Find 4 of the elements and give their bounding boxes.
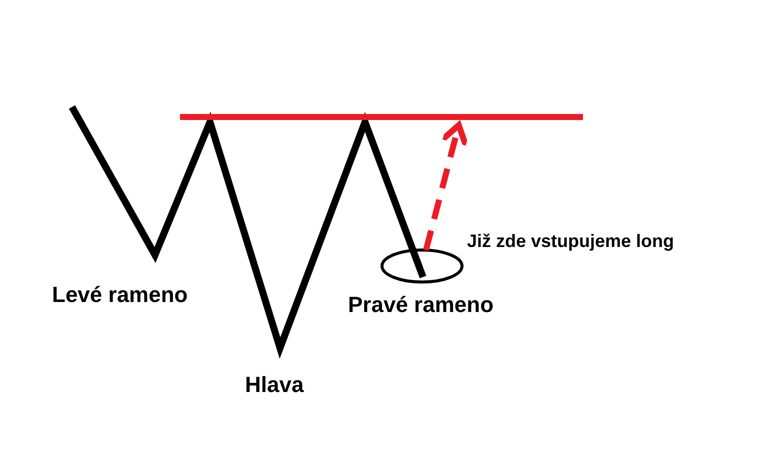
note-text: Již zde vstupujeme long: [467, 232, 674, 250]
part-label: Pravé rameno: [348, 294, 494, 316]
part-label: Levé rameno: [52, 284, 188, 306]
part-label: Hlava: [245, 374, 304, 396]
